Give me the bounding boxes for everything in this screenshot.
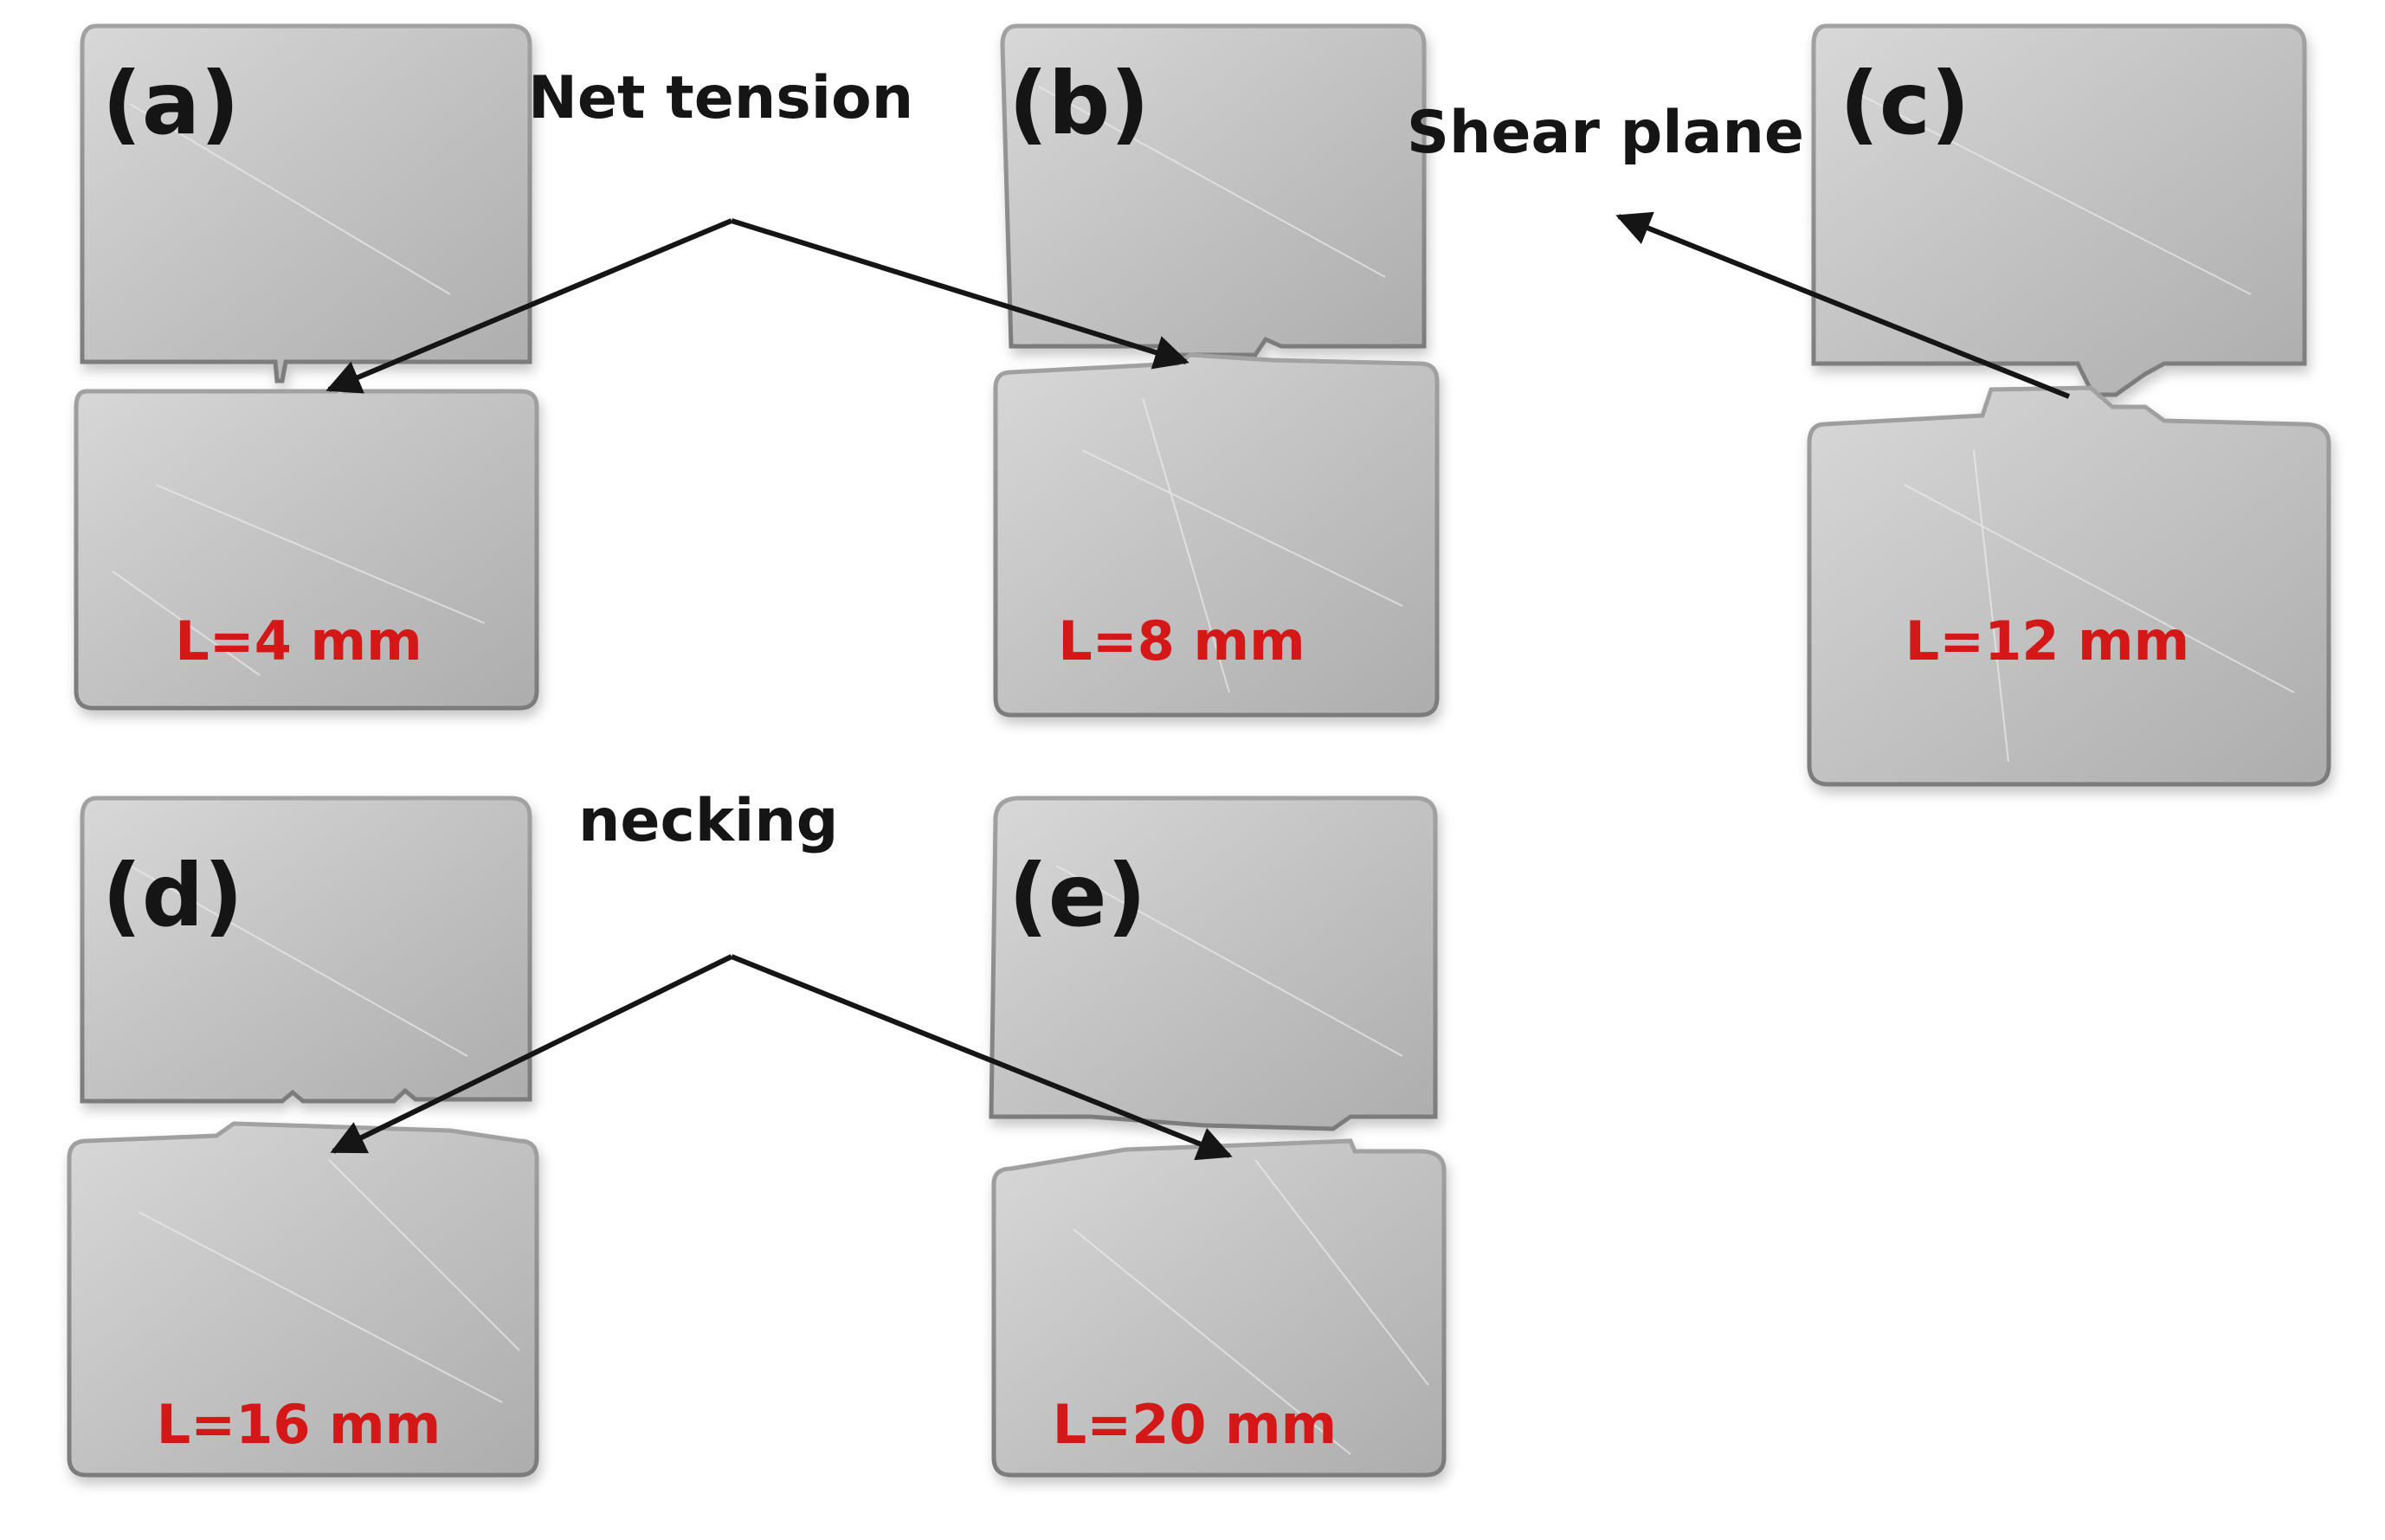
specimen-e xyxy=(989,796,1447,1478)
specimen-b-lower-half xyxy=(993,352,1440,718)
specimen-c xyxy=(1807,23,2331,787)
length-label-a: L=4 mm xyxy=(175,609,422,673)
specimen-e-upper-half xyxy=(989,796,1438,1131)
net-tension-arrow-b xyxy=(731,218,1189,370)
specimen-b-upper-half xyxy=(1000,23,1427,358)
net-tension-label: Net tension xyxy=(528,64,914,132)
shear-plane-label: Shear plane xyxy=(1407,99,1804,167)
specimen-d xyxy=(67,796,539,1478)
specimen-a xyxy=(74,23,539,711)
specimen-c-lower-half xyxy=(1807,385,2331,787)
panel-label-a: (a) xyxy=(102,53,240,154)
panel-label-c: (c) xyxy=(1840,53,1970,154)
length-label-d: L=16 mm xyxy=(156,1393,442,1456)
necking-arrows xyxy=(330,954,1233,1161)
specimen-a-upper-half xyxy=(80,23,532,383)
panel-label-d: (d) xyxy=(102,845,243,946)
panel-label-e: (e) xyxy=(1009,845,1147,946)
net-tension-arrows xyxy=(326,218,1189,394)
net-tension-arrow-a xyxy=(326,218,733,394)
specimen-b xyxy=(993,23,1440,718)
necking-label: necking xyxy=(578,787,839,855)
panel-label-b: (b) xyxy=(1009,53,1150,154)
specimen-e-lower-half xyxy=(991,1138,1447,1478)
specimen-c-upper-half xyxy=(1811,23,2307,397)
specimen-d-lower-half xyxy=(67,1121,539,1478)
length-label-b: L=8 mm xyxy=(1058,609,1305,673)
necking-arrow-d xyxy=(330,954,733,1154)
specimen-d-upper-half xyxy=(80,796,532,1104)
shear-plane-arrow xyxy=(1615,211,2071,399)
length-label-e: L=20 mm xyxy=(1052,1393,1338,1456)
necking-arrow-e xyxy=(730,954,1233,1161)
length-label-c: L=12 mm xyxy=(1905,609,2190,673)
